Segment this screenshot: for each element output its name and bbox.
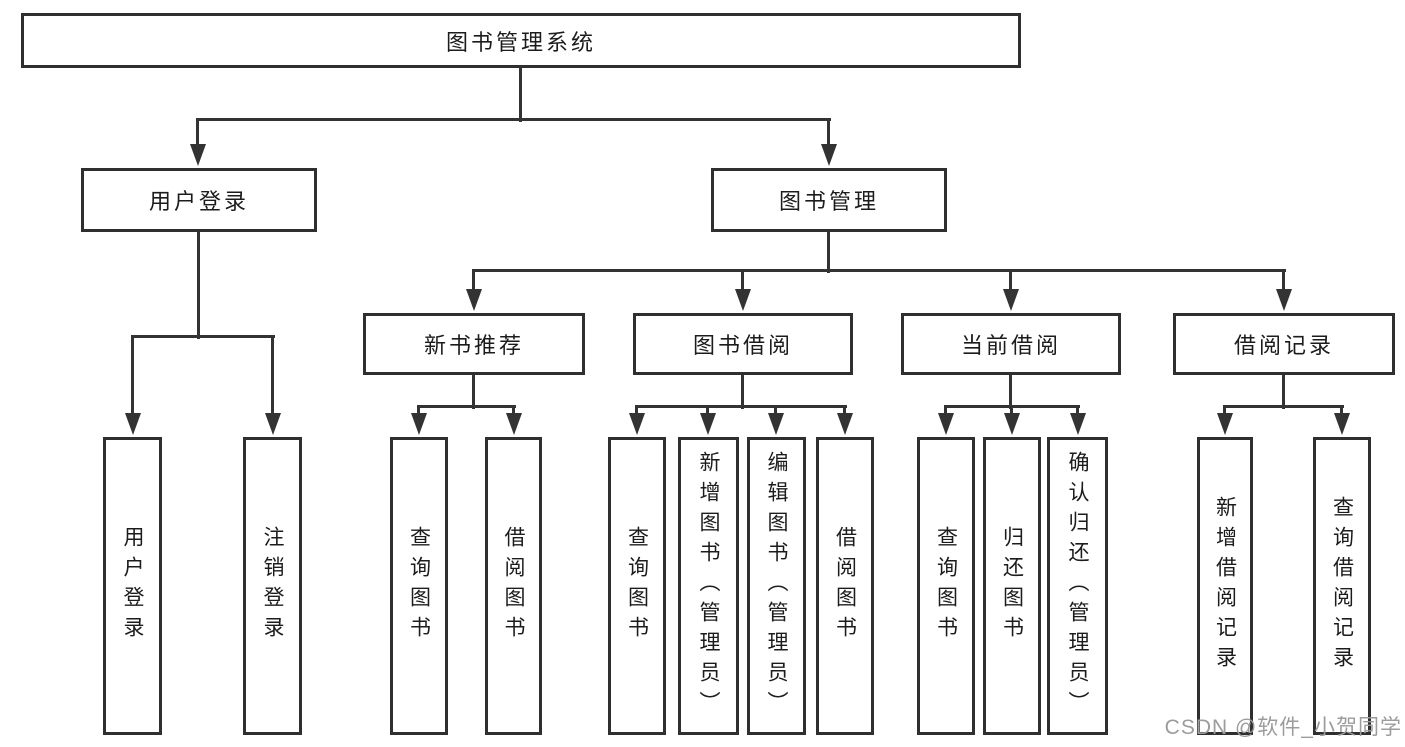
arrowhead-down-icon [1070, 413, 1086, 435]
arrowhead-down-icon [1004, 413, 1020, 435]
node-label: 注销登录 [261, 526, 284, 646]
diagram-node-borrowing-records: 借阅记录 [1173, 313, 1395, 375]
arrowhead-down-icon [700, 413, 716, 435]
node-label: 确认归还（管理员） [1066, 451, 1089, 721]
arrowhead-down-icon [768, 413, 784, 435]
diagram-node-add-books-admin: 新增图书（管理员） [678, 437, 739, 735]
connector-line-vertical [827, 232, 830, 273]
connector-line-horizontal [196, 118, 831, 121]
connector-line-vertical [827, 120, 830, 150]
connector-line-vertical [196, 120, 199, 150]
arrowhead-down-icon [265, 413, 281, 435]
diagram-node-user-login-group: 用户登录 [81, 168, 317, 232]
connector-line-vertical [472, 271, 475, 295]
diagram-node-query-books-3: 查询图书 [917, 437, 975, 735]
connector-line-vertical [1009, 375, 1012, 409]
arrowhead-down-icon [1217, 413, 1233, 435]
connector-line-horizontal [635, 405, 847, 408]
diagram-node-query-books-2: 查询图书 [608, 437, 666, 735]
diagram-node-current-borrowing: 当前借阅 [901, 313, 1121, 375]
diagram-node-borrow-books-1: 借阅图书 [485, 437, 542, 735]
arrowhead-down-icon [938, 413, 954, 435]
diagram-node-book-borrowing: 图书借阅 [633, 313, 853, 375]
connector-line-vertical [741, 375, 744, 409]
node-label: 归还图书 [1000, 526, 1024, 646]
connector-line-vertical [706, 407, 709, 418]
arrowhead-down-icon [735, 289, 751, 311]
arrowhead-down-icon [1276, 289, 1292, 311]
arrowhead-down-icon [125, 413, 141, 435]
node-label: 新书推荐 [423, 333, 524, 358]
connector-line-vertical [741, 271, 744, 295]
connector-line-vertical [271, 337, 274, 418]
diagram-node-add-borrow-record: 新增借阅记录 [1197, 437, 1253, 735]
arrowhead-down-icon [629, 413, 645, 435]
diagram-node-edit-books-admin: 编辑图书（管理员） [747, 437, 806, 735]
node-label: 图书借阅 [692, 333, 793, 358]
diagram-node-root: 图书管理系统 [21, 13, 1021, 68]
node-label: 查询图书 [934, 526, 958, 646]
node-label: 图书管理 [778, 189, 879, 214]
arrowhead-down-icon [190, 144, 206, 166]
diagram-node-user-login: 用户登录 [103, 437, 162, 735]
diagram-node-book-management: 图书管理 [711, 168, 947, 232]
connector-line-horizontal [1223, 405, 1344, 408]
connector-line-vertical [635, 407, 638, 418]
arrowhead-down-icon [411, 413, 427, 435]
arrowhead-down-icon [466, 289, 482, 311]
arrowhead-down-icon [821, 144, 837, 166]
connector-line-vertical [472, 375, 475, 409]
diagram-node-logout: 注销登录 [243, 437, 302, 735]
csdn-watermark: CSDN @软件_小贺同学 [1164, 716, 1402, 739]
arrowhead-down-icon [837, 413, 853, 435]
node-label: 编辑图书（管理员） [765, 451, 788, 721]
diagram-node-confirm-return-admin: 确认归还（管理员） [1047, 437, 1108, 735]
connector-line-vertical [1076, 407, 1079, 418]
connector-line-horizontal [417, 405, 516, 408]
node-label: 借阅图书 [833, 526, 857, 646]
node-label: 图书管理系统 [445, 29, 596, 55]
connector-line-vertical [519, 68, 522, 122]
arrowhead-down-icon [1334, 413, 1350, 435]
node-label: 借阅图书 [502, 526, 525, 646]
connector-line-vertical [131, 337, 134, 418]
node-label: 新增图书（管理员） [697, 451, 720, 721]
diagram-node-query-borrow-record: 查询借阅记录 [1313, 437, 1371, 735]
connector-line-vertical [1010, 407, 1013, 418]
connector-line-vertical [417, 407, 420, 418]
arrowhead-down-icon [506, 413, 522, 435]
connector-line-vertical [1340, 407, 1343, 418]
connector-line-vertical [512, 407, 515, 418]
node-label: 查询图书 [407, 526, 431, 646]
node-label: 借阅记录 [1233, 333, 1334, 358]
node-label: 当前借阅 [960, 333, 1061, 358]
connector-line-vertical [944, 407, 947, 418]
node-label: 查询图书 [625, 526, 649, 646]
node-label: 用户登录 [121, 526, 144, 646]
connector-line-vertical [197, 232, 200, 339]
diagram-node-return-books: 归还图书 [983, 437, 1041, 735]
diagram-node-new-book-recommend: 新书推荐 [363, 313, 585, 375]
connector-line-horizontal [131, 335, 275, 338]
node-label: 用户登录 [148, 189, 249, 214]
connector-line-vertical [1282, 271, 1285, 295]
connector-line-vertical [774, 407, 777, 418]
node-label: 新增借阅记录 [1213, 496, 1237, 676]
node-label: 查询借阅记录 [1330, 496, 1354, 676]
connector-line-horizontal [944, 405, 1080, 408]
connector-line-vertical [843, 407, 846, 418]
connector-line-vertical [1282, 375, 1285, 409]
diagram-node-query-books-1: 查询图书 [390, 437, 448, 735]
diagram-node-borrow-books-2: 借阅图书 [816, 437, 874, 735]
connector-line-vertical [1009, 271, 1012, 295]
connector-line-horizontal [472, 269, 1286, 272]
arrowhead-down-icon [1003, 289, 1019, 311]
connector-line-vertical [1223, 407, 1226, 418]
